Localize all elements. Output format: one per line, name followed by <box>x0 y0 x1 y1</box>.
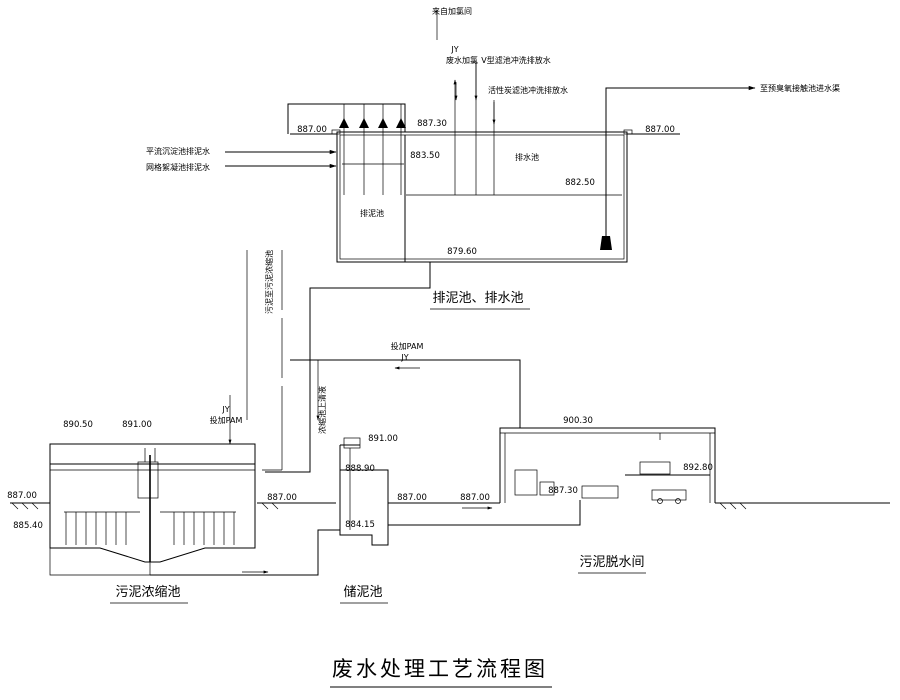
elev-884-15: 884.15 <box>345 520 375 530</box>
label-chlorine-dose: 废水加氯 <box>446 55 478 65</box>
elev-890-50: 890.50 <box>63 420 93 430</box>
hopper-icon <box>639 461 671 475</box>
label-sed-sludge: 平流沉淀池排泥水 <box>146 146 210 156</box>
label-storage: 储泥池 <box>343 585 382 600</box>
sludge-out-pipe <box>265 262 431 473</box>
label-drain-inner: 排泥池 <box>360 208 384 218</box>
label-thickener: 污泥浓缩池 <box>115 584 180 600</box>
label-drain-tank: 排泥池、排水池 <box>432 291 523 306</box>
mixer-icon <box>343 437 361 449</box>
elev-883-50: 883.50 <box>410 151 440 161</box>
header-pipe <box>287 103 406 134</box>
sludge-pump-group <box>339 104 406 195</box>
label-mesh-sludge: 网格絮凝池排泥水 <box>146 162 210 172</box>
truck-icon <box>651 489 687 501</box>
pump-icon <box>378 118 388 128</box>
elev-887-00f: 887.00 <box>460 493 490 503</box>
label-pam-right: 投加PAM <box>391 341 424 351</box>
label-to-thickener: 污泥至污泥浓缩池 <box>264 250 274 314</box>
elev-887-00d: 887.00 <box>267 493 297 503</box>
equipment-icon <box>514 469 538 496</box>
label-from-chlorine: 来自加氯间 <box>432 6 472 16</box>
elev-892-80: 892.80 <box>683 463 713 473</box>
drawing-title: 废水处理工艺流程图 <box>332 657 548 681</box>
ground-datum <box>10 502 890 510</box>
label-pam-left: 投加PAM <box>210 415 243 425</box>
elev-888-90: 888.90 <box>345 464 375 474</box>
sludge-thickener <box>49 360 340 576</box>
label-supernatant: 浓缩池上清液 <box>317 386 327 434</box>
pump-icon <box>359 118 369 128</box>
pump-icon <box>339 118 349 128</box>
tank-outline <box>336 131 628 263</box>
elev-900-30: 900.30 <box>563 416 593 426</box>
elev-887-00a: 887.00 <box>297 125 327 135</box>
elev-885-40: 885.40 <box>13 521 43 531</box>
elev-887-00b: 887.00 <box>645 125 675 135</box>
elev-891-00b: 891.00 <box>368 434 398 444</box>
drain-water-tank <box>225 10 756 473</box>
elev-891-00a: 891.00 <box>122 420 152 430</box>
dewatering-machine-icon <box>581 485 619 499</box>
elev-882-50: 882.50 <box>565 178 595 188</box>
storage-to-dewater-pipe <box>388 500 581 526</box>
label-water-inner: 排水池 <box>515 152 539 162</box>
equipment-icon <box>539 481 555 496</box>
label-carbon-filter: 活性炭滤池冲洗排放水 <box>488 85 568 95</box>
label-dewater: 污泥脱水间 <box>579 555 644 570</box>
elev-887-30a: 887.30 <box>417 119 447 129</box>
label-jy-left: JY <box>221 405 229 414</box>
pump-icon <box>396 118 406 128</box>
sludge-storage-tank <box>339 437 581 546</box>
ozone-outlet-pipe <box>605 85 756 238</box>
pam-return-line <box>290 359 521 428</box>
label-jy-top: JY <box>450 45 458 54</box>
label-jy-right: JY <box>400 353 408 362</box>
elev-887-30b: 887.30 <box>548 486 578 496</box>
sludge-dewatering-house <box>290 359 716 504</box>
elev-879-60: 879.60 <box>447 247 477 257</box>
elev-887-00e: 887.00 <box>397 493 427 503</box>
submersible-pump-icon <box>600 236 612 250</box>
label-to-ozone: 至预臭氧接触池进水渠 <box>760 83 840 93</box>
elev-887-00c: 887.00 <box>7 491 37 501</box>
label-v-filter: V型滤池冲洗排放水 <box>481 55 550 65</box>
